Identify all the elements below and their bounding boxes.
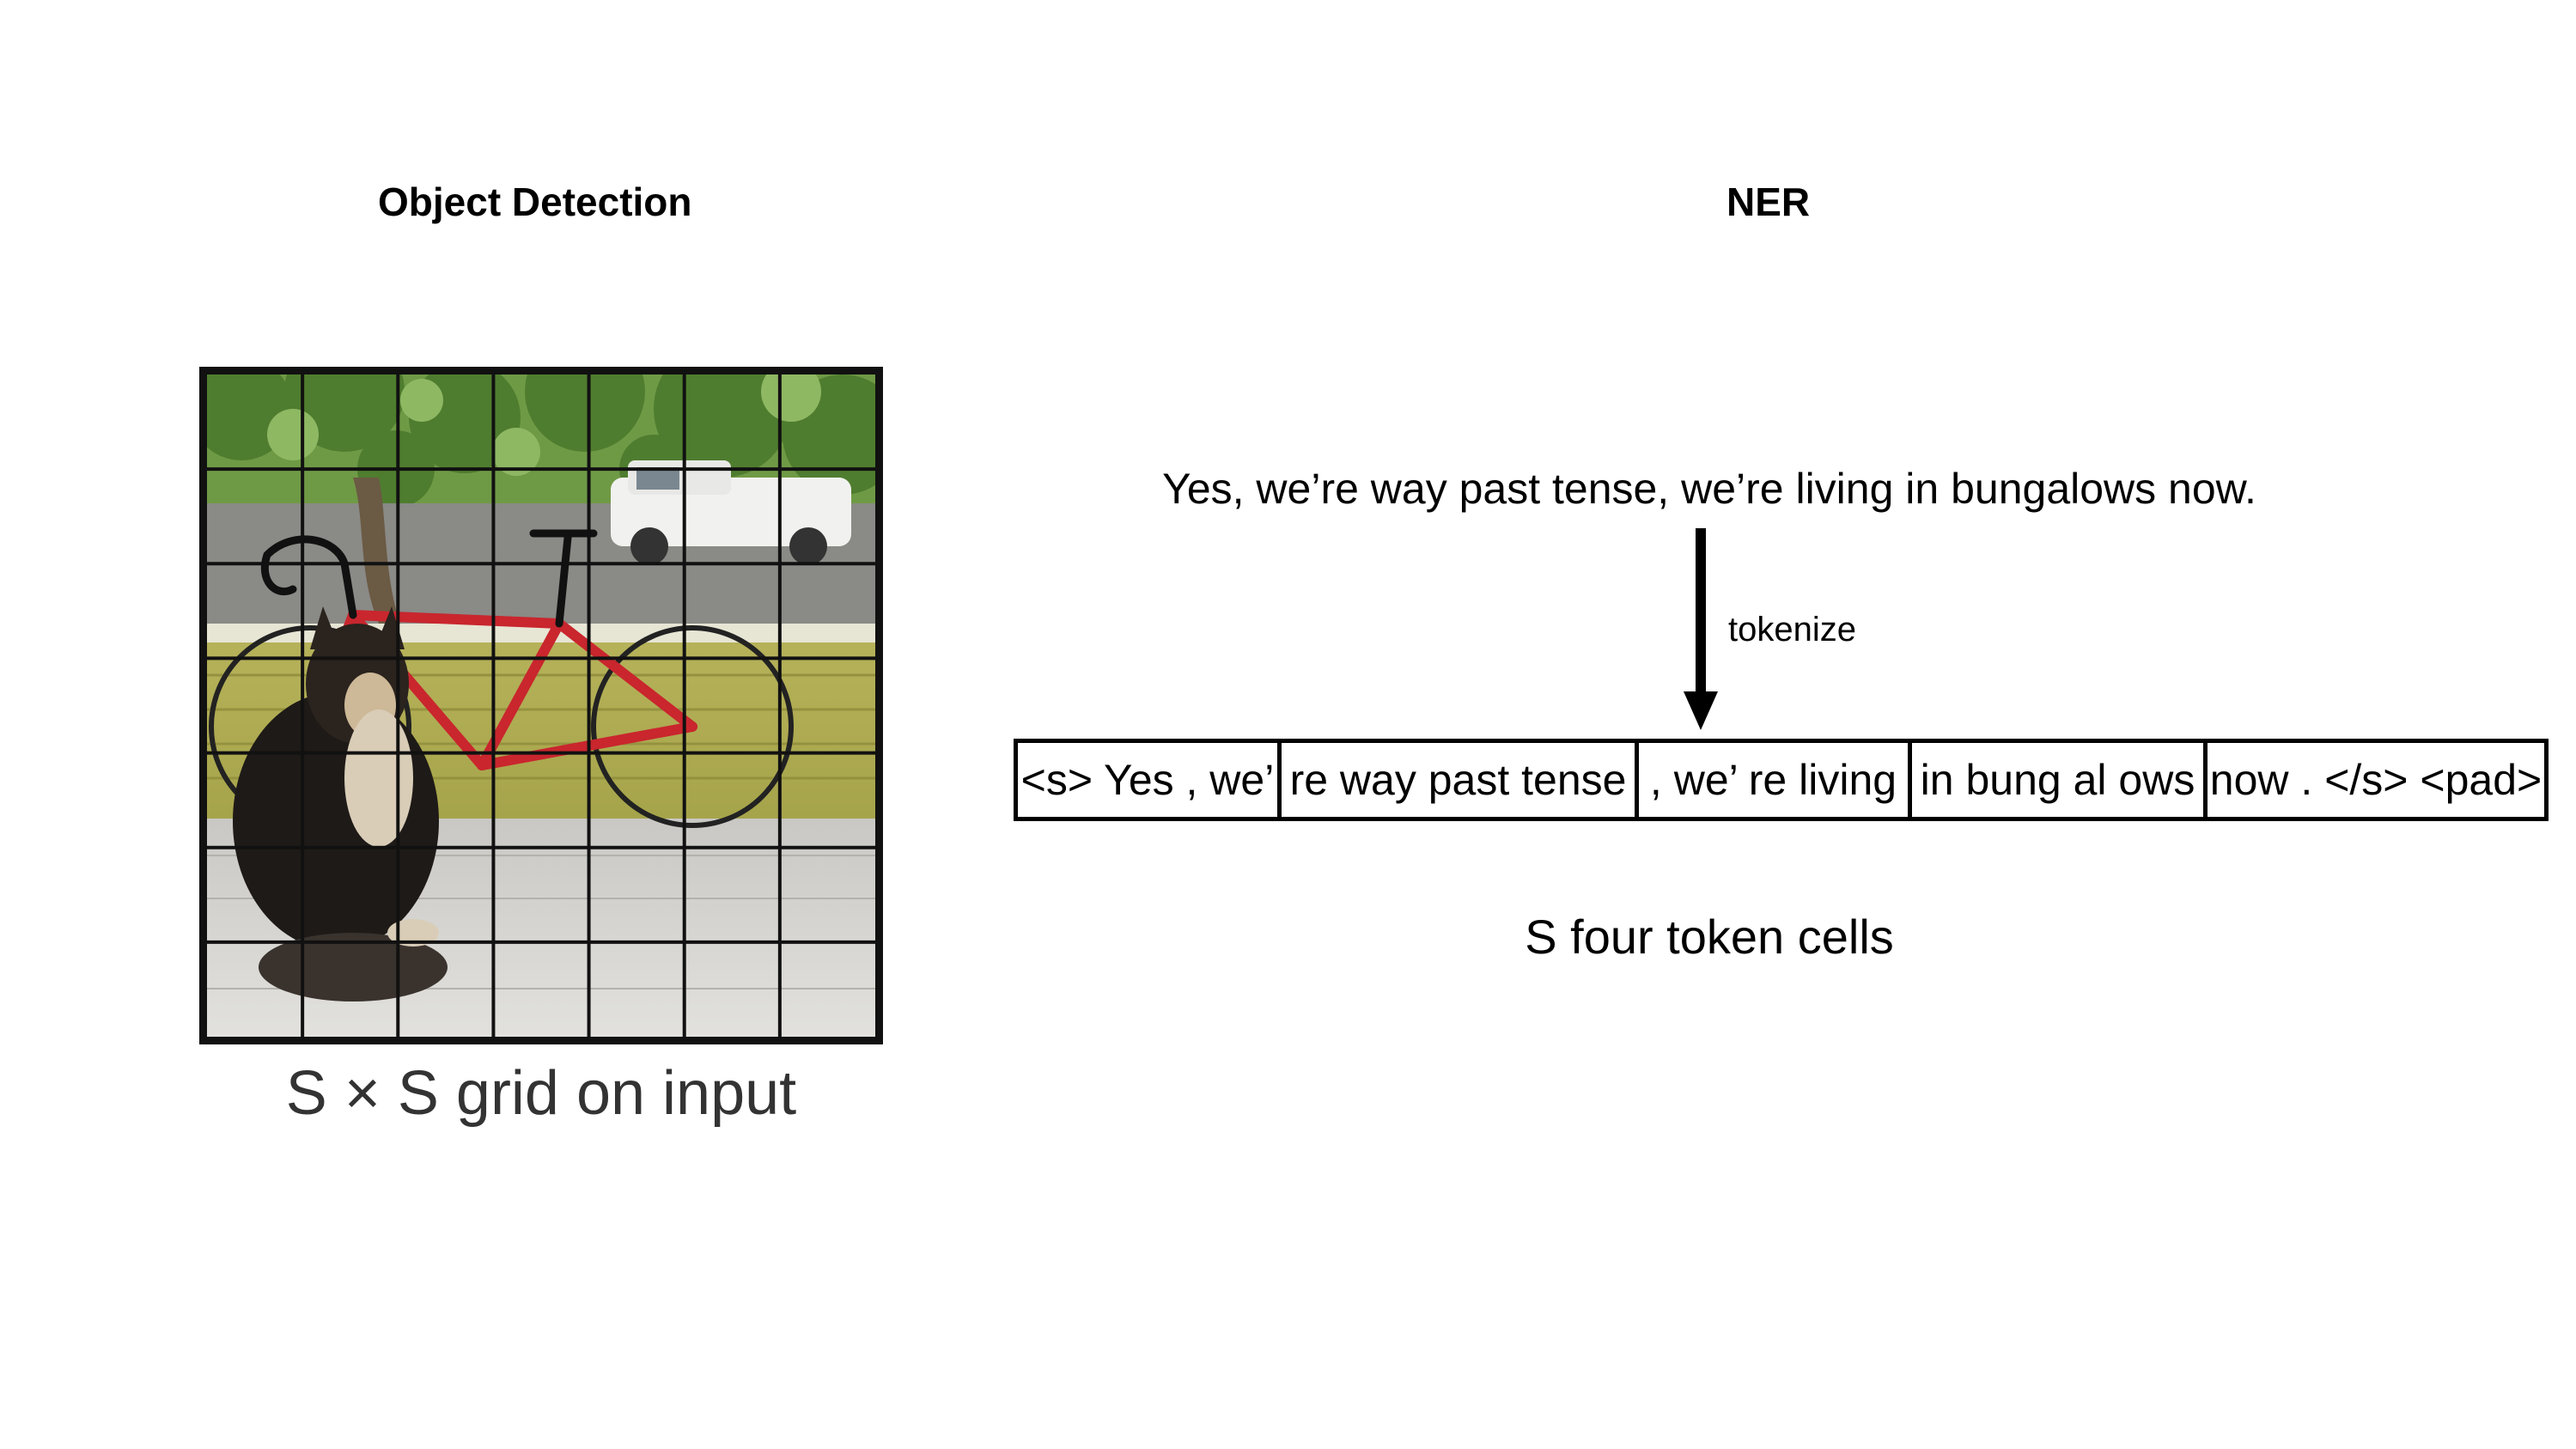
- token-cell: <s> Yes , we’: [1018, 743, 1282, 817]
- token-cell: re way past tense: [1282, 743, 1639, 817]
- object-detection-title: Object Detection: [378, 180, 692, 224]
- token-cells-bar: <s> Yes , we’ re way past tense , we’ re…: [1014, 739, 2549, 821]
- tokenize-label: tokenize: [1728, 611, 1856, 648]
- grid-photo: [199, 367, 883, 1044]
- token-cell: , we’ re living: [1639, 743, 1912, 817]
- token-cells-caption: S four token cells: [1525, 910, 1894, 964]
- grid-overlay: [207, 374, 875, 1037]
- ner-title: NER: [1726, 180, 1811, 224]
- token-cell: in bung al ows: [1912, 743, 2208, 817]
- down-arrow-icon: [1684, 528, 1718, 730]
- dog-bicycle-photo: [207, 374, 875, 1037]
- grid-caption: S × S grid on input: [285, 1059, 797, 1128]
- token-cell: now . </s> <pad>: [2209, 756, 2543, 804]
- input-sentence: Yes, we’re way past tense, we’re living …: [1162, 465, 2256, 513]
